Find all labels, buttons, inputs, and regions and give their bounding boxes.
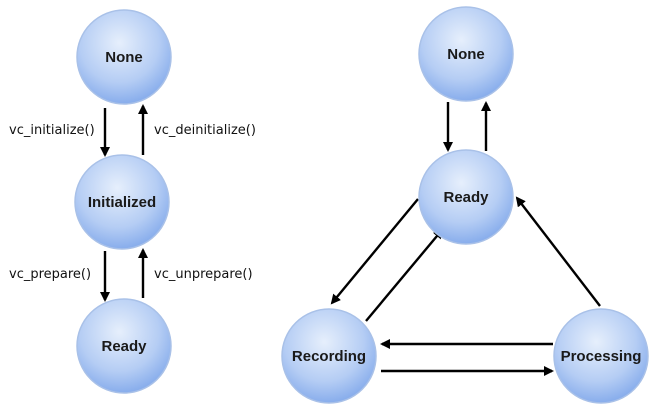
- state-processing-label: Processing: [561, 348, 642, 365]
- state-node-none-right: None: [418, 6, 514, 102]
- state-node-recording: Recording: [281, 308, 377, 404]
- unprepare-label: vc_unprepare(): [154, 267, 253, 282]
- edge-ready-to-recording: [330, 198, 419, 305]
- state-node-ready-right: Ready: [418, 149, 514, 245]
- state-node-processing: Processing: [553, 308, 649, 404]
- state-node-none-left: None: [76, 9, 172, 105]
- state-node-ready-left: Ready: [76, 298, 172, 394]
- state-ready-label: Ready: [443, 189, 489, 206]
- state-none-label: None: [105, 49, 143, 66]
- state-initialized-label: Initialized: [88, 194, 156, 211]
- edge-processing-to-ready: [515, 196, 601, 307]
- deinitialize-label: vc_deinitialize(): [154, 123, 256, 138]
- state-ready-label: Ready: [101, 338, 147, 355]
- left-state-diagram: vc_initialize() vc_deinitialize() vc_pre…: [9, 9, 256, 394]
- initialize-label: vc_initialize(): [9, 123, 95, 138]
- edge-recording-to-ready: [365, 228, 444, 322]
- state-node-initialized: Initialized: [74, 154, 170, 250]
- prepare-label: vc_prepare(): [9, 267, 91, 282]
- right-state-diagram: None Ready Recording Processing: [281, 6, 649, 404]
- state-recording-label: Recording: [292, 348, 366, 365]
- state-none-label: None: [447, 46, 485, 63]
